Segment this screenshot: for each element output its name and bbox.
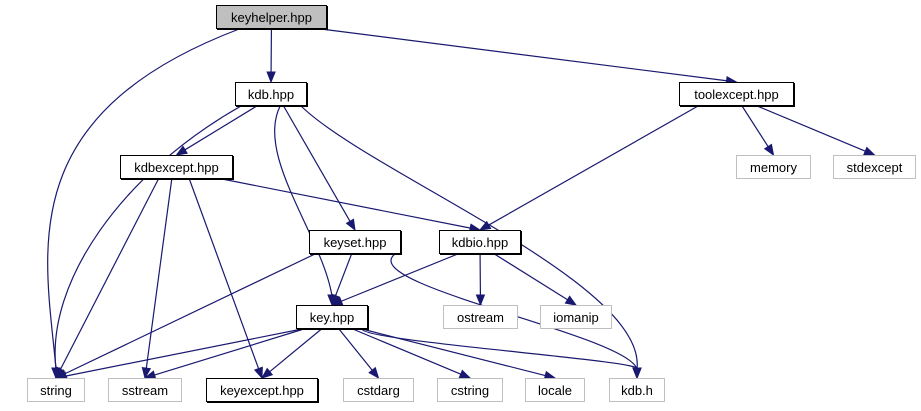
arrowhead-icon — [345, 218, 356, 232]
edge-key-hpp-to-cstring — [352, 328, 462, 376]
node-kdbexcept-hpp[interactable]: kdbexcept.hpp — [120, 155, 233, 179]
arrowhead-icon — [564, 295, 578, 306]
edge-toolexcept-hpp-to-kdbio-hpp — [487, 105, 699, 227]
node-label: kdbexcept.hpp — [134, 159, 219, 175]
node-stdexcept[interactable]: stdexcept — [833, 155, 916, 179]
edge-kdb-hpp-to-key-hpp — [274, 105, 333, 297]
node-ostream[interactable]: ostream — [443, 305, 518, 329]
edge-keyhelper-hpp-to-string — [47, 28, 240, 370]
edge-toolexcept-hpp-to-stdexcept — [756, 105, 867, 153]
edge-keyhelper-hpp-to-toolexcept-hpp — [320, 28, 728, 82]
edge-kdbio-hpp-to-iomanip — [494, 253, 569, 301]
arrowhead-icon — [141, 366, 152, 380]
arrowhead-icon — [478, 220, 492, 231]
edge-kdbexcept-hpp-to-string — [59, 178, 159, 371]
node-label: key.hpp — [309, 309, 355, 325]
node-locale[interactable]: locale — [525, 378, 585, 402]
arrowhead-icon — [330, 296, 344, 306]
node-kdb-h[interactable]: kdb.h — [609, 378, 665, 402]
edge-key-hpp-to-kdb-h — [361, 328, 638, 370]
edge-kdbexcept-hpp-to-sstream — [145, 178, 173, 370]
node-label: toolexcept.hpp — [694, 86, 779, 102]
edge-kdb-hpp-to-string — [54, 105, 242, 370]
node-cstring[interactable]: cstring — [437, 378, 503, 402]
node-cstdarg[interactable]: cstdarg — [343, 378, 414, 402]
arrowhead-icon — [175, 145, 188, 156]
node-label: iomanip — [553, 309, 599, 325]
node-sstream[interactable]: sstream — [108, 378, 182, 402]
arrowhead-icon — [260, 367, 274, 379]
edge-kdb-hpp-to-kdbexcept-hpp — [183, 105, 258, 151]
node-string[interactable]: string — [27, 378, 85, 402]
arrowhead-icon — [632, 367, 642, 380]
arrowhead-icon — [475, 294, 486, 307]
node-toolexcept-hpp[interactable]: toolexcept.hpp — [679, 82, 794, 106]
node-label: cstring — [450, 382, 490, 398]
arrowhead-icon — [763, 143, 775, 157]
node-keyset-hpp[interactable]: keyset.hpp — [309, 230, 401, 254]
node-label: sstream — [121, 382, 169, 398]
node-label: keyset.hpp — [323, 234, 387, 250]
edge-kdbio-hpp-to-key-hpp — [340, 253, 459, 303]
node-label: stdexcept — [846, 159, 903, 175]
node-label: memory — [750, 159, 797, 175]
edge-key-hpp-to-sstream — [153, 328, 305, 376]
node-label: ostream — [457, 309, 504, 325]
node-label: cstdarg — [357, 382, 400, 398]
node-label: kdb.h — [621, 382, 653, 398]
arrowhead-icon — [458, 369, 472, 379]
node-label: locale — [538, 382, 572, 398]
node-keyhelper-hpp[interactable]: keyhelper.hpp — [216, 5, 327, 29]
node-memory[interactable]: memory — [736, 155, 811, 179]
edge-kdbexcept-hpp-to-keyexcept-hpp — [188, 178, 260, 370]
node-label: string — [40, 382, 72, 398]
edge-kdbexcept-hpp-to-kdbio-hpp — [221, 178, 472, 229]
arrowhead-icon — [253, 366, 263, 380]
edge-key-hpp-to-keyexcept-hpp — [268, 328, 322, 373]
node-label: kdb.hpp — [247, 86, 295, 102]
node-label: kdbio.hpp — [451, 234, 509, 250]
edge-keyset-hpp-to-string — [63, 253, 316, 375]
node-label: keyexcept.hpp — [220, 382, 304, 398]
node-kdbio-hpp[interactable]: kdbio.hpp — [439, 230, 521, 254]
node-label: keyhelper.hpp — [231, 9, 312, 25]
edge-keyset-hpp-to-key-hpp — [334, 253, 353, 297]
edge-key-hpp-to-cstdarg — [338, 328, 374, 372]
node-key-hpp[interactable]: key.hpp — [296, 305, 368, 329]
arrowhead-icon — [266, 71, 276, 84]
arrowhead-icon — [862, 146, 876, 156]
arrowhead-icon — [368, 366, 380, 380]
edge-toolexcept-hpp-to-memory — [741, 105, 770, 148]
edge-key-hpp-to-string — [64, 328, 303, 377]
node-kdb-hpp[interactable]: kdb.hpp — [235, 82, 307, 106]
node-iomanip[interactable]: iomanip — [540, 305, 612, 329]
node-keyexcept-hpp[interactable]: keyexcept.hpp — [206, 378, 318, 402]
edge-kdb-hpp-to-keyset-hpp — [283, 105, 352, 223]
